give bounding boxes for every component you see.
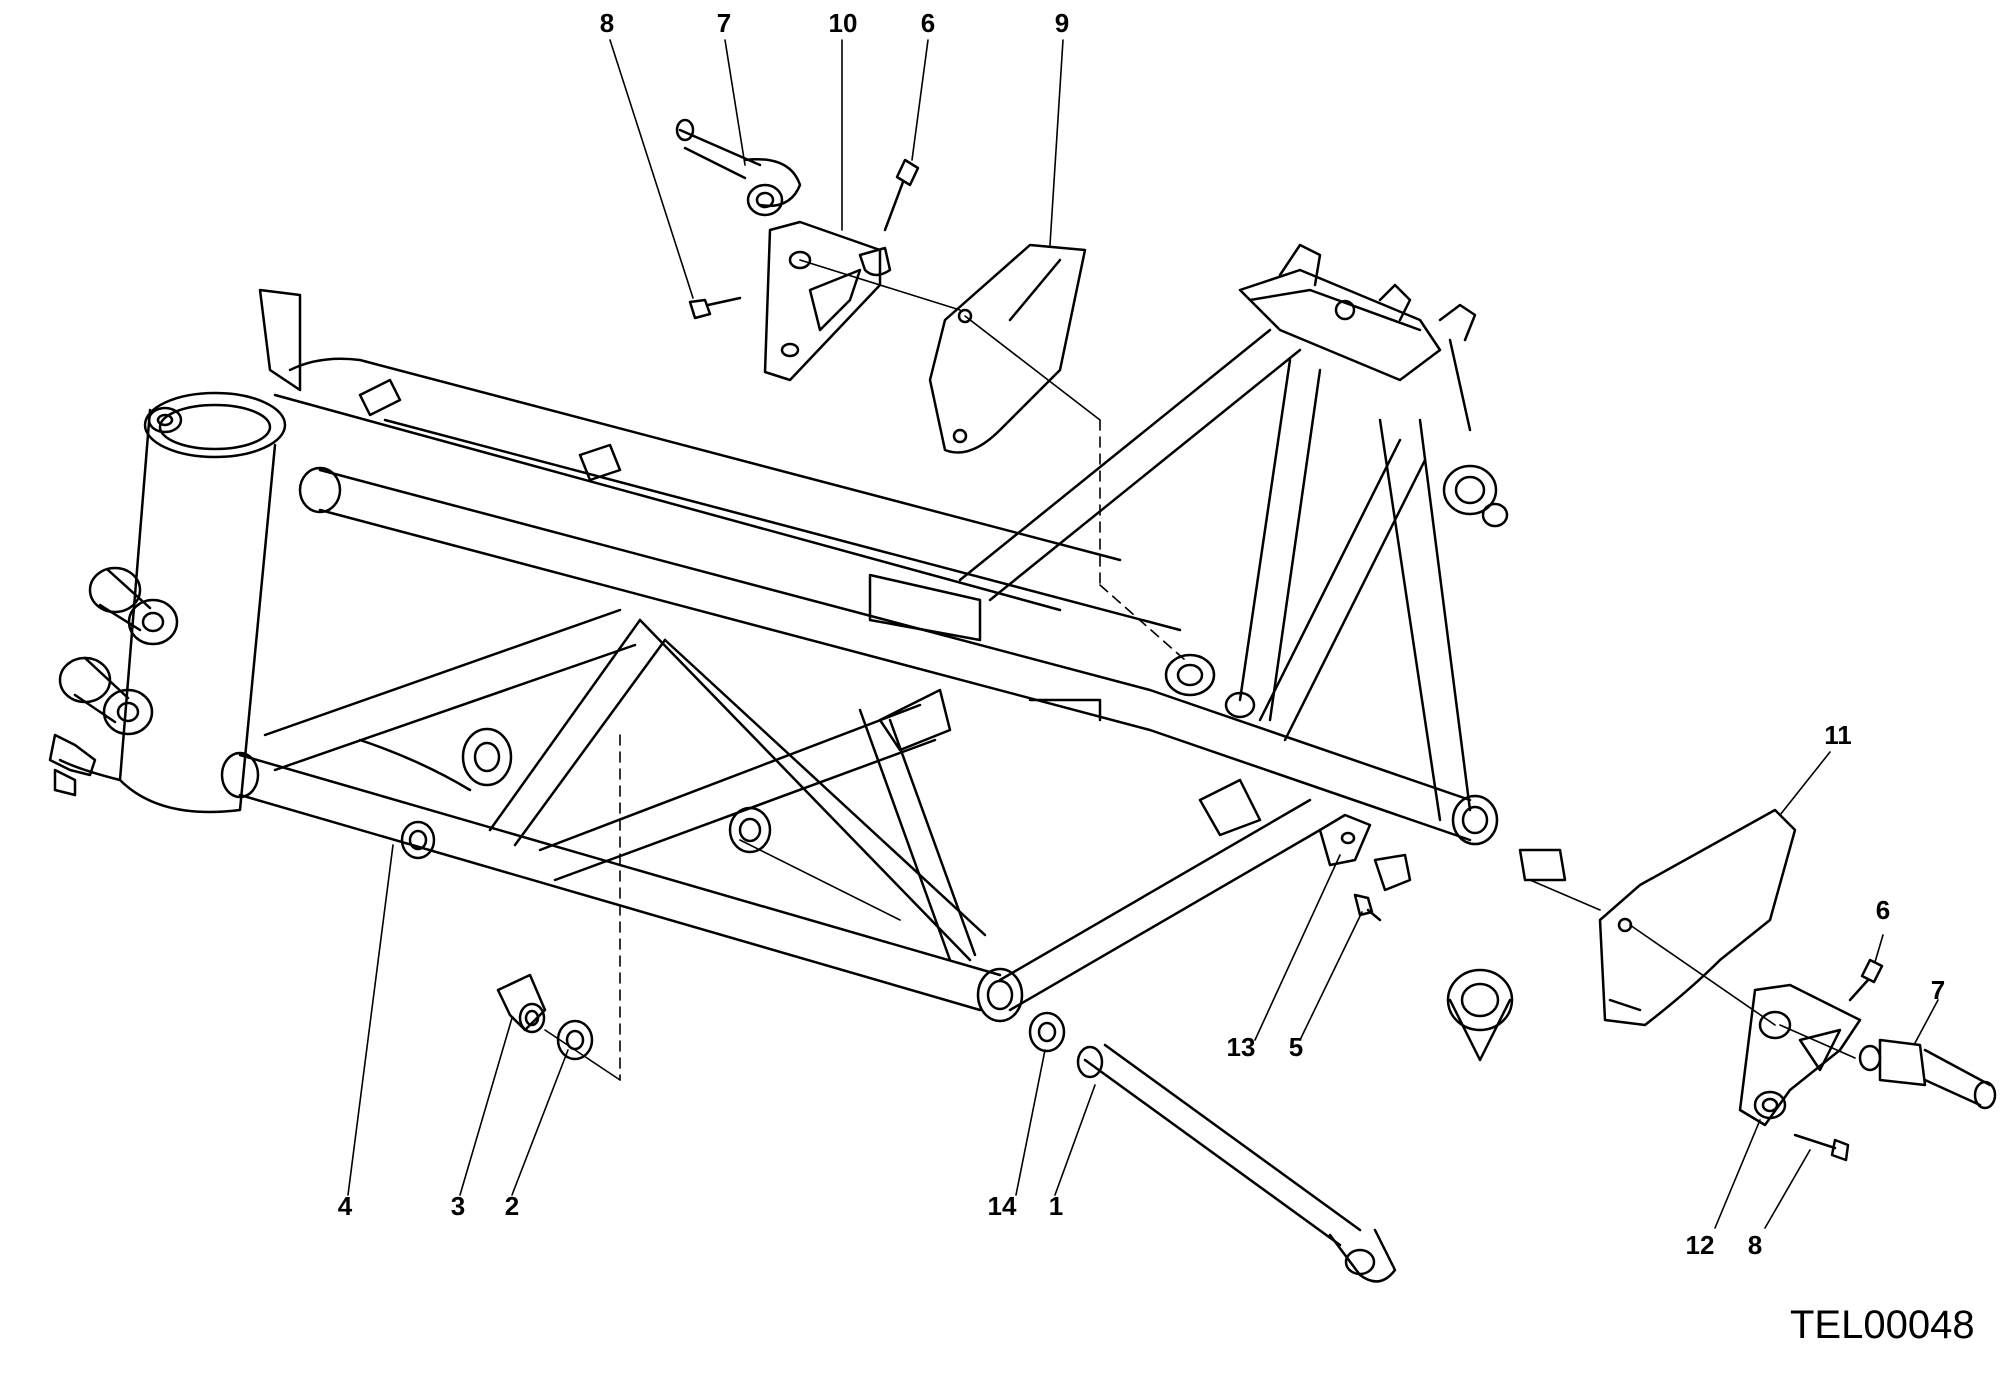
- spacer-part-4: [400, 820, 436, 860]
- callout-3: 3: [450, 1191, 466, 1221]
- callout-6-top: 6: [920, 8, 936, 38]
- callout-14: 14: [987, 1191, 1017, 1221]
- drawing-code: TEL00048: [1790, 1303, 1975, 1347]
- washer-part-2: [556, 1019, 594, 1061]
- bushing-part-3: [496, 973, 547, 1034]
- callout-4: 4: [337, 1191, 353, 1221]
- footpeg-part-7-top: [675, 118, 802, 217]
- clamp-part-13: [1318, 813, 1412, 892]
- callout-7-right: 7: [1930, 975, 1946, 1005]
- bolt-part-6-top: [883, 158, 920, 232]
- footpeg-part-7-right: [1858, 1038, 1997, 1110]
- bolt-part-6-right: [1848, 958, 1884, 1002]
- leader-lines: [347, 39, 1939, 1229]
- callout-11: 11: [1824, 720, 1852, 750]
- screw-part-5: [1353, 893, 1382, 922]
- spacer-part-14: [1028, 1011, 1066, 1053]
- callout-8-top: 8: [599, 8, 615, 38]
- callout-10-top: 10: [828, 8, 858, 38]
- axle-part-1: [1076, 1043, 1397, 1283]
- bracket-part-10-top: [763, 220, 892, 382]
- cover-plate-part-11: [1598, 808, 1797, 1027]
- main-frame: [48, 243, 1567, 1062]
- assembly-lines: [544, 259, 1856, 1081]
- screw-part-8-top: [688, 296, 742, 320]
- cover-plate-part-9: [928, 243, 1087, 454]
- callout-13: 13: [1226, 1032, 1256, 1062]
- callout-8-right: 8: [1747, 1230, 1763, 1260]
- callout-2: 2: [504, 1191, 520, 1221]
- callout-5: 5: [1288, 1032, 1304, 1062]
- bracket-part-12: [1738, 983, 1862, 1127]
- callout-6-right: 6: [1875, 895, 1891, 925]
- callout-1: 1: [1048, 1191, 1064, 1221]
- callout-9-top: 9: [1054, 8, 1070, 38]
- screw-part-8-right: [1793, 1133, 1850, 1162]
- callout-12: 12: [1685, 1230, 1715, 1260]
- callout-7-top: 7: [716, 8, 732, 38]
